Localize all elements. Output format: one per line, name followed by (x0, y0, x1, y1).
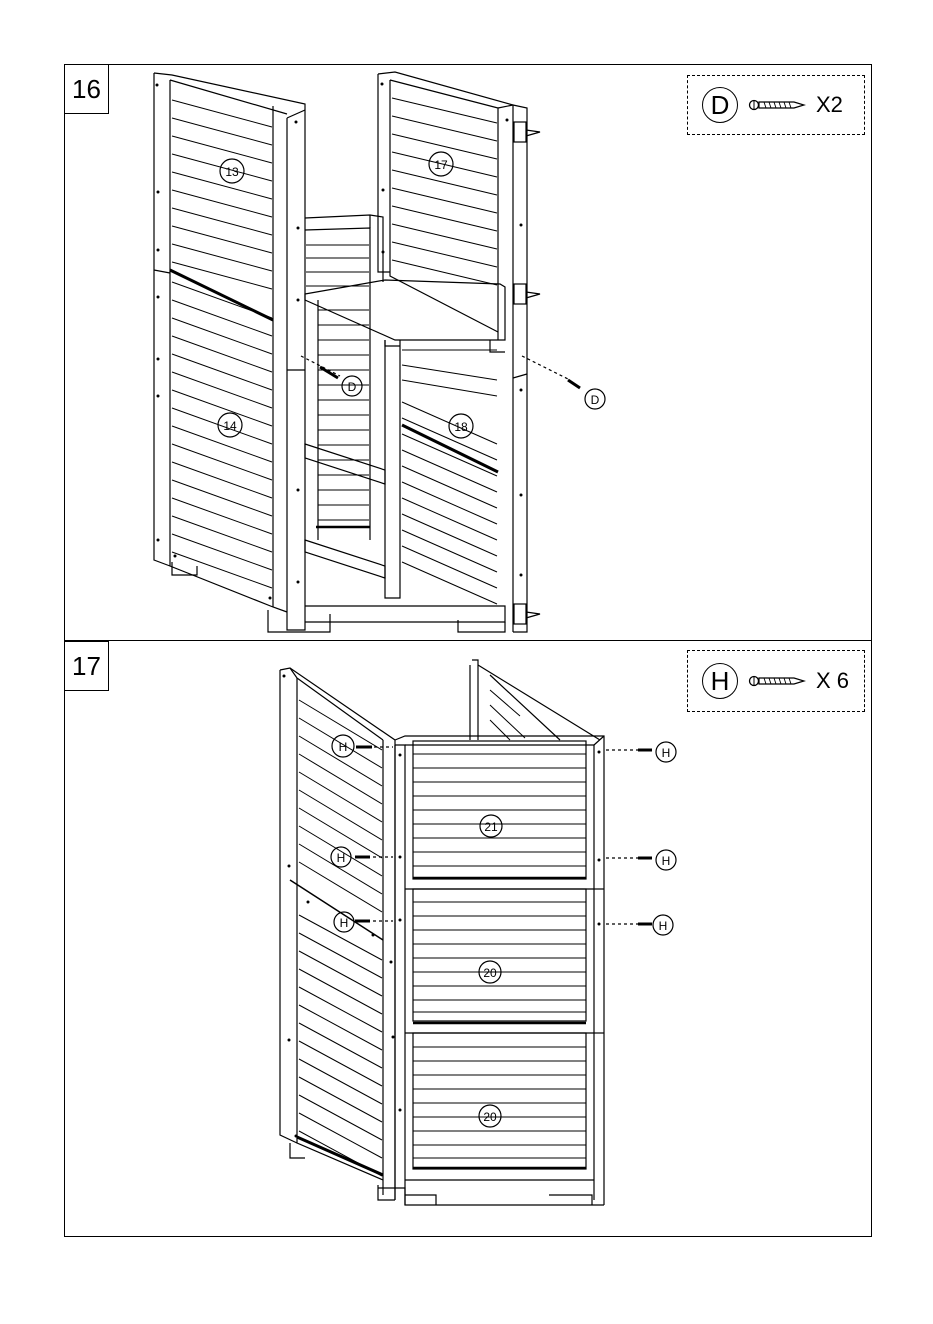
left-panel-slats (172, 100, 272, 588)
right-frame-holes (381, 83, 523, 577)
right-panel-slats (392, 98, 497, 604)
fastener-label-d: D (348, 380, 357, 394)
fastener-label-h: H (340, 916, 349, 930)
left-frame-holes (156, 84, 300, 600)
part-label-20: 20 (483, 966, 497, 980)
part-label-18: 18 (454, 420, 468, 434)
fastener-label-h: H (337, 851, 346, 865)
step-17-drawing (280, 660, 652, 1205)
panel-20-top-slats (413, 902, 586, 1012)
part-label-20: 20 (483, 1110, 497, 1124)
part-label-21: 21 (484, 820, 498, 834)
panel-20-bottom-slats (413, 1047, 586, 1158)
part-label-17: 17 (434, 158, 448, 172)
part-label-13: 13 (225, 165, 239, 179)
fastener-label-h: H (659, 919, 668, 933)
left-side-slats (299, 700, 382, 1176)
back-panel-slats (306, 245, 369, 520)
step-16-drawing (154, 72, 580, 632)
fastener-label-d: D (591, 393, 600, 407)
step-16-callouts (218, 152, 605, 438)
fastener-label-h: H (662, 746, 671, 760)
panel-21-slats (413, 754, 586, 866)
part-label-14: 14 (223, 419, 237, 433)
fastener-label-h: H (339, 740, 348, 754)
fastener-label-h: H (662, 854, 671, 868)
